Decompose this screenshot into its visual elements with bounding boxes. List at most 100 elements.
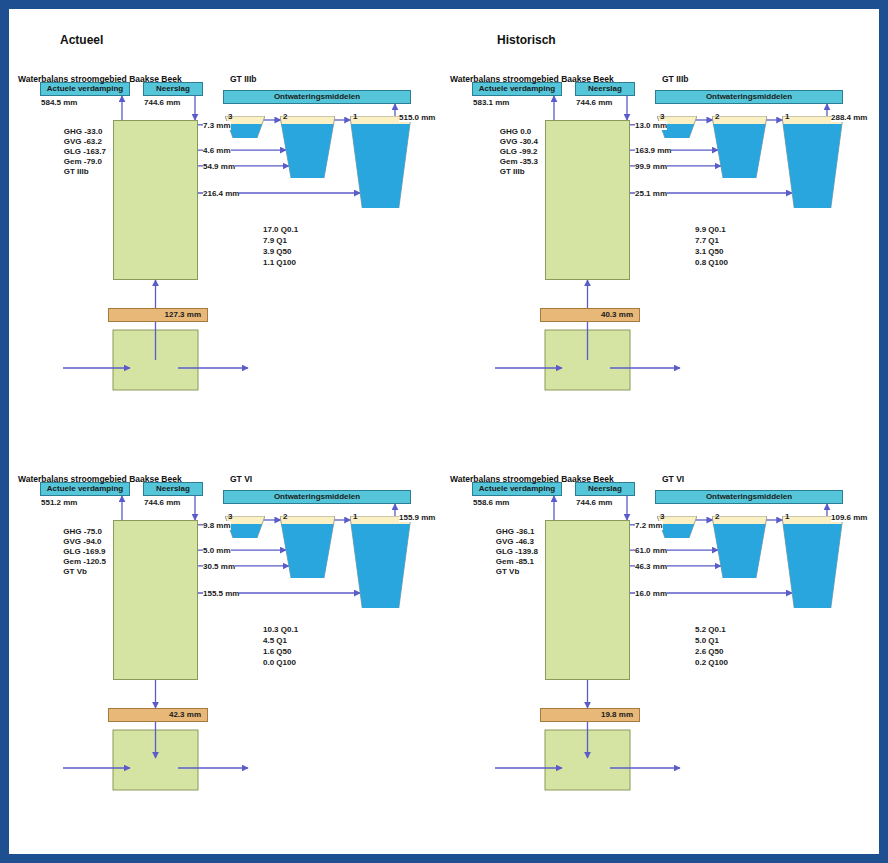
flow-arrow <box>63 367 130 368</box>
value-holder: 744.6 mm <box>576 498 612 508</box>
value-text: 744.6 mm <box>144 498 180 508</box>
value-holder: 744.6 mm <box>576 98 612 108</box>
label-holder: 3.9 Q50 <box>263 240 291 258</box>
value-text: 744.6 mm <box>576 498 612 508</box>
resistance-layer: 40.3 mm <box>540 308 640 322</box>
groundwater-level: GLG -139.8 <box>496 547 538 557</box>
precipitation-box: Neerslag744.6 mm <box>143 82 203 96</box>
panel-title: Waterbalans stroomgebied Baakse Beek <box>450 74 614 84</box>
flow-value: 46.3 mm <box>635 562 667 571</box>
flow-arrow <box>264 119 281 120</box>
drainage-name: Ontwateringsmiddelen <box>274 492 360 502</box>
panel-title: Waterbalans stroomgebied Baakse Beek <box>18 74 182 84</box>
gt-label: GT VI <box>230 474 252 484</box>
label-holder: 515.0 mm <box>399 106 435 124</box>
discharge-value: 3.9 Q50 <box>263 247 291 256</box>
discharge-value: 1.6 Q50 <box>263 647 291 656</box>
value-text: 744.6 mm <box>576 98 612 108</box>
number-row: 2 <box>712 505 767 516</box>
value-text: 551.2 mm <box>41 498 77 508</box>
label-holder: 13.0 mm <box>635 114 667 132</box>
reservoir-outline <box>712 116 767 178</box>
flow-arrow <box>626 496 627 520</box>
flow-value: 4.6 mm <box>203 146 231 155</box>
discharge-value: 5.2 Q0.1 <box>695 625 726 634</box>
soil-column: GHG -36.1GVG -46.3GLG -139.8Gem -85.1GT … <box>545 520 630 680</box>
flow-value: 216.4 mm <box>203 189 239 198</box>
reservoir-number: 2 <box>283 512 287 521</box>
reservoir-outline <box>350 516 411 608</box>
label-holder: 7.7 Q1 <box>695 229 719 247</box>
groundwater-level: GVG -94.0 <box>63 537 106 547</box>
groundwater-level: GVG -63.2 <box>64 137 106 147</box>
soil-column: GHG 0.0GVG -30.4GLG -99.2Gem -35.3GT III… <box>545 120 630 280</box>
level-list: GHG -75.0GVG -94.0GLG -169.9Gem -120.5GT… <box>63 527 106 577</box>
groundwater-level: Gem -35.3 <box>500 157 538 167</box>
label-holder: 9.8 mm <box>203 514 231 532</box>
flow-arrow <box>610 367 680 368</box>
reservoir-water <box>351 124 410 208</box>
discharge-value: 1.1 Q100 <box>263 258 296 267</box>
reservoir-shape <box>782 116 843 208</box>
reservoir-number: 1 <box>785 112 789 121</box>
flow-arrow <box>121 96 122 120</box>
flow-arrow <box>766 519 782 520</box>
drainage-bar: Ontwateringsmiddelen <box>655 90 843 104</box>
flow-arrow <box>264 519 281 520</box>
resistance-layer: 127.3 mm <box>108 308 208 322</box>
flow-arrow <box>155 680 156 708</box>
number-row: 2 <box>712 105 767 116</box>
number-row: 2 <box>280 105 335 116</box>
infiltration-line <box>155 722 156 758</box>
label-holder: GT IIIb <box>230 68 256 86</box>
flow-value: 5.0 mm <box>203 546 231 555</box>
level-list: GHG 0.0GVG -30.4GLG -99.2Gem -35.3GT III… <box>500 127 538 177</box>
discharge-value: 7.9 Q1 <box>263 236 287 245</box>
reservoir: 2 <box>280 105 335 178</box>
seepage-value: 42.3 mm <box>169 710 201 720</box>
precipitation-box: Neerslag744.6 mm <box>575 82 635 96</box>
groundwater-level: GLG -169.9 <box>63 547 106 557</box>
groundwater-level: Gem -120.5 <box>63 557 106 567</box>
number-row: 3 <box>657 105 697 116</box>
flow-arrow <box>553 496 554 520</box>
groundwater-level: GLG -99.2 <box>500 147 538 157</box>
groundwater-level: GT Vb <box>496 567 538 577</box>
flow-value: 16.0 mm <box>635 589 667 598</box>
flow-value: 155.9 mm <box>399 513 435 522</box>
flow-arrow <box>696 519 713 520</box>
label-holder: 7.2 mm <box>635 514 663 532</box>
gt-label: GT IIIb <box>662 74 688 84</box>
reservoir-outline <box>782 516 843 608</box>
level-list: GHG -36.1GVG -46.3GLG -139.8Gem -85.1GT … <box>496 527 538 577</box>
flow-arrow <box>553 96 554 120</box>
groundwater-level: GHG -33.0 <box>64 127 106 137</box>
label-holder: GT IIIb <box>662 68 688 86</box>
label-holder: 109.6 mm <box>831 506 867 524</box>
seepage-value: 40.3 mm <box>601 310 633 320</box>
discharge-value: 7.7 Q1 <box>695 236 719 245</box>
label-holder: 3.1 Q50 <box>695 240 723 258</box>
label-holder: 7.9 Q1 <box>263 229 287 247</box>
drainage-bar: Ontwateringsmiddelen <box>223 90 411 104</box>
reservoir-water <box>228 524 262 538</box>
number-row: 2 <box>280 505 335 516</box>
discharge-value: 4.5 Q1 <box>263 636 287 645</box>
discharge-value: 0.0 Q100 <box>263 658 296 667</box>
label-holder: Waterbalans stroomgebied Baakse Beek <box>450 468 614 486</box>
label-holder: 5.0 Q1 <box>695 629 719 647</box>
drainage-bar: Ontwateringsmiddelen <box>655 490 843 504</box>
reservoir-outline <box>350 116 411 208</box>
discharge-value: 2.6 Q50 <box>695 647 723 656</box>
groundwater-level: GT IIIb <box>64 167 106 177</box>
label-holder: 4.5 Q1 <box>263 629 287 647</box>
reservoir-number: 3 <box>228 112 232 121</box>
flow-value: 288.4 mm <box>831 113 867 122</box>
reservoir-outline <box>712 516 767 578</box>
reservoir: 3 <box>657 505 697 538</box>
box-name: Neerslag <box>156 84 190 94</box>
seepage-line <box>587 322 588 360</box>
number-row: 3 <box>657 505 697 516</box>
label-holder: 1.1 Q100 <box>263 251 296 269</box>
